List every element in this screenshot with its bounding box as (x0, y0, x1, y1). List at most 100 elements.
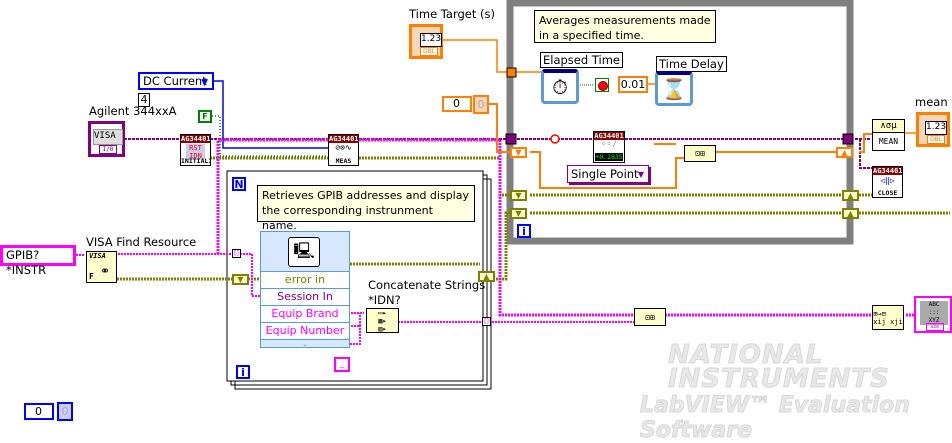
error-sr-left-1: ▼ (510, 190, 527, 201)
visa-find-footer: F (89, 272, 94, 281)
visa-io-tag: I/0 (99, 145, 117, 154)
concatenate-icon: ▭▸▩▸▨▸ (378, 308, 387, 333)
close-header: AG34401 (873, 167, 903, 175)
index-numeric-display: 0 (473, 95, 489, 114)
down-arrow-icon: ▼ (515, 191, 522, 200)
property-row-session-in[interactable]: Session In (261, 288, 349, 305)
read-subvi[interactable]: AG34401 ◦◦⁄ +0.2835 (593, 131, 625, 163)
mean-type: DBL (927, 135, 945, 144)
visa-ref-text: VISA (93, 129, 123, 145)
idn-label: *IDN? (368, 293, 401, 307)
mean-indicator: 1.23 DBL (916, 112, 950, 147)
property-row-error-in[interactable]: error in (261, 271, 349, 288)
measurement-mode-selector[interactable]: Single Point ▼ (567, 165, 649, 183)
meas-subvi[interactable]: AG34401 ⊘⊗∿ MEAS (328, 134, 359, 166)
output-array-tunnel: [] (482, 317, 491, 326)
bottom-numeric-constant[interactable]: 0 (24, 403, 54, 420)
binoculars-icon: ⚭ (100, 264, 111, 278)
initialize-subvi[interactable]: AG34401 RST IDN INITIALIZE (180, 134, 211, 166)
up-arrow-icon: ▲ (841, 148, 848, 157)
error-shift-register-right: ▲ (478, 271, 495, 282)
numeric-shift-register-right: ▲ (836, 147, 853, 158)
string-table-icon: ABC:::XYZ (920, 301, 948, 325)
property-node-icon: 🖳 (288, 237, 320, 267)
watermark-national: NATIONAL (667, 340, 824, 371)
down-arrow-icon: ▼ (515, 209, 522, 218)
while-loop-iteration-terminal: i (517, 224, 531, 238)
agilent-label: Agilent 344xxA (89, 104, 177, 118)
mean-function[interactable]: ∧σμ MEAN (872, 119, 905, 151)
mean-value: 1.23 (925, 121, 947, 135)
stop-terminal (595, 78, 609, 92)
boolean-false-constant[interactable]: F (198, 110, 212, 123)
elapsed-time-label: Elapsed Time (540, 52, 623, 68)
expand-chevron-icon[interactable]: ⌄ (261, 339, 349, 349)
error-sr-right-1: ▲ (842, 190, 859, 201)
enum-wire (214, 80, 330, 149)
function-enum-value: DC Current (143, 74, 207, 88)
property-node[interactable]: 🖳 error in Session In Equip Brand Equip … (260, 231, 350, 348)
dropdown-arrow-icon: ▼ (637, 170, 644, 179)
while-loop-comment: Averages measurements made in a specifie… (534, 10, 716, 43)
visa-resource-control[interactable]: VISA I/0 (88, 121, 125, 157)
elapsed-time-express-vi[interactable]: ⏱ (541, 69, 579, 104)
function-enum[interactable]: DC Current ▼ (138, 72, 214, 90)
time-target-control[interactable]: 1.23 DBL (409, 24, 443, 59)
error-sr-right-2: ▲ (842, 208, 859, 219)
stopwatch-icon: ⏱ (552, 75, 568, 99)
close-footer: CLOSE (877, 189, 898, 197)
mean-label: mean (915, 95, 948, 109)
up-arrow-icon: ▲ (847, 191, 854, 200)
numeric-shift-register-left: ▼ (510, 147, 527, 158)
bottom-numeric-display: 0 (57, 402, 73, 421)
delay-constant[interactable]: 0.01 (618, 76, 648, 93)
mean-symbol: ∧σμ (873, 120, 904, 133)
watermark-labview: LabVIEW™ Evaluation Software (640, 393, 911, 443)
while-loop-frame (506, 0, 854, 245)
string-constant[interactable]: _ (334, 357, 350, 372)
time-delay-express-vi[interactable]: ⌛ (655, 71, 693, 106)
visa-find-resource[interactable]: VISA ⚭ F (86, 251, 117, 283)
boolean-wire (212, 115, 330, 157)
time-delay-label: Time Delay (656, 56, 727, 72)
concatenate-strings-function[interactable]: ▭▸▩▸▨▸ (366, 308, 399, 333)
read-header: AG34401 (594, 132, 624, 140)
property-row-equip-brand[interactable]: Equip Brand (261, 305, 349, 322)
property-row-equip-number[interactable]: Equip Number (261, 322, 349, 339)
meas-header: AG34401 (329, 135, 359, 143)
time-target-value: 1.23 (420, 33, 442, 47)
visa-find-label: VISA Find Resource (86, 235, 197, 249)
string-array-indicator: ABC:::XYZ abc (914, 296, 952, 333)
close-subvi[interactable]: AG34401 ◁‖▷ CLOSE (872, 166, 903, 198)
transpose-icon: ⊞→⊟xij xji (873, 309, 903, 326)
array-index-tunnel: [] (232, 249, 241, 258)
concatenate-strings-label: Concatenate Strings (368, 278, 486, 292)
measurement-mode-value: Single Point (571, 167, 639, 181)
build-array-function-2[interactable]: ⊡⊞ (634, 308, 666, 326)
dropdown-arrow-icon: ▼ (201, 78, 208, 88)
read-readout: +0.2835 (595, 153, 623, 161)
build-array-icon: ⊡⊞ (695, 149, 705, 158)
build-array-function[interactable]: ⊡⊞ (684, 145, 716, 162)
error-sr-left-2: ▼ (510, 208, 527, 219)
build-array-icon: ⊡⊞ (645, 312, 655, 322)
transpose-array-function[interactable]: ⊞→⊟xij xji (872, 305, 904, 330)
down-arrow-icon: ▼ (237, 275, 244, 284)
for-loop-comment: Retrieves GPIB addresses and display the… (257, 185, 475, 232)
index-numeric-constant[interactable]: 0 (442, 96, 472, 112)
meas-footer: MEAS (335, 157, 352, 165)
initialize-header: AG34401 (181, 135, 211, 143)
time-target-type: DBL (420, 47, 438, 56)
enum-index-display: 4 (138, 93, 150, 107)
visa-find-header: VISA (89, 252, 106, 260)
initialize-footer: INITIALIZE (181, 157, 210, 165)
for-loop-iteration-terminal: i (236, 365, 250, 379)
for-loop-count-terminal: N (232, 177, 246, 191)
down-arrow-icon: ▼ (515, 148, 522, 157)
up-arrow-icon: ▲ (847, 209, 854, 218)
error-shift-register-left: ▼ (232, 274, 249, 285)
numeric-wire (441, 39, 541, 73)
glasses-icon: ◦◦⁄ (600, 140, 618, 150)
resource-string-constant[interactable]: GPIB?*INSTR (0, 245, 76, 277)
hourglass-icon: ⌛ (661, 77, 687, 101)
